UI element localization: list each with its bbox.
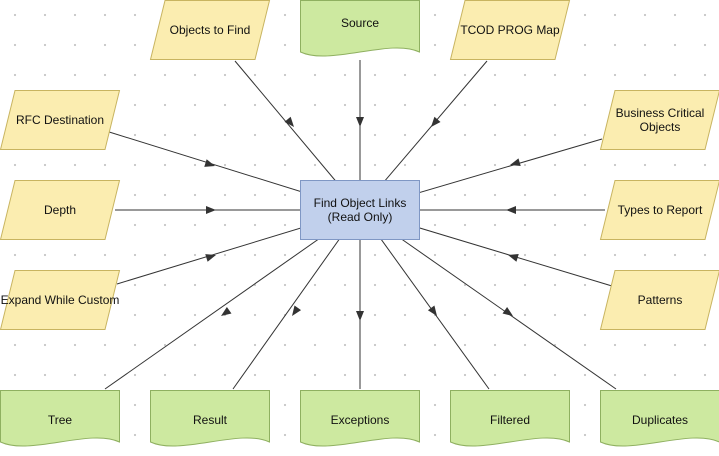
input-label-business-critical-objects: Business Critical Objects xyxy=(615,106,705,134)
output-label-tree: Tree xyxy=(47,413,73,427)
output-label-result: Result xyxy=(192,413,227,427)
input-node-expand-while-custom[interactable] xyxy=(0,270,121,330)
input-node-patterns[interactable] xyxy=(599,270,719,330)
input-node-types-to-report[interactable] xyxy=(599,180,719,240)
output-label-filtered: Filtered xyxy=(489,413,530,427)
edge-patterns-arrowhead xyxy=(508,254,519,262)
input-node-tcod-prog-map[interactable] xyxy=(449,0,571,60)
edge-tcod-prog-map-arrowhead xyxy=(431,116,441,127)
edge-exceptions-arrowhead xyxy=(356,311,364,321)
output-node-result[interactable] xyxy=(150,390,270,447)
edge-filtered-arrowhead xyxy=(427,305,437,316)
input-label-patterns: Patterns xyxy=(637,293,683,307)
input-node-source[interactable] xyxy=(300,0,420,57)
output-node-tree[interactable] xyxy=(0,390,120,447)
output-label-exceptions: Exceptions xyxy=(330,413,390,427)
input-label-tcod-prog-map: TCOD PROG Map xyxy=(460,23,560,37)
edge-result-arrowhead xyxy=(292,305,302,316)
output-node-exceptions[interactable] xyxy=(300,390,420,447)
input-node-business-critical-objects[interactable] xyxy=(599,90,719,150)
center-process-node[interactable] xyxy=(300,180,420,240)
edge-source-arrowhead xyxy=(356,117,364,127)
input-label-source: Source xyxy=(340,16,380,30)
edge-business-critical-objects-arrowhead xyxy=(510,158,521,167)
input-label-objects-to-find: Objects to Find xyxy=(169,23,251,37)
edge-tree-arrowhead xyxy=(221,306,232,316)
center-process-label: Find Object Links (Read Only) xyxy=(313,196,407,224)
edge-objects-to-find-arrowhead xyxy=(284,116,294,127)
input-node-objects-to-find[interactable] xyxy=(149,0,271,60)
edge-duplicates-arrowhead xyxy=(502,306,513,316)
edge-expand-while-custom-arrowhead xyxy=(205,254,216,262)
input-label-depth: Depth xyxy=(43,203,77,217)
input-label-expand-while-custom: Expand While Custom xyxy=(0,293,120,307)
edge-rfc-destination-arrowhead xyxy=(204,159,215,167)
output-node-filtered[interactable] xyxy=(450,390,570,447)
input-label-rfc-destination: RFC Destination xyxy=(15,113,105,127)
edge-depth-arrowhead xyxy=(206,206,216,214)
input-node-rfc-destination[interactable] xyxy=(0,90,121,150)
edge-types-to-report-arrowhead xyxy=(506,206,516,214)
output-node-duplicates[interactable] xyxy=(600,390,719,447)
output-label-duplicates: Duplicates xyxy=(631,413,689,427)
input-label-types-to-report: Types to Report xyxy=(617,203,703,217)
input-node-depth[interactable] xyxy=(0,180,121,240)
